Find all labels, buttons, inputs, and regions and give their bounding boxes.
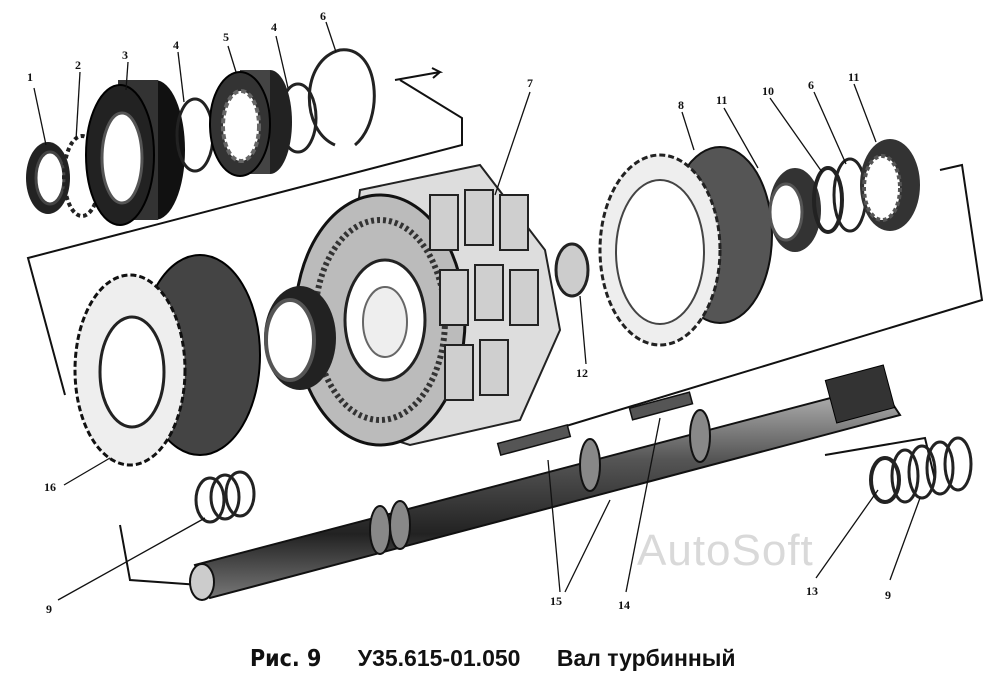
callout-7: 7 xyxy=(527,76,533,90)
ring-part-12 xyxy=(554,242,590,298)
turbine-shaft-part-14 xyxy=(189,364,902,601)
figure-number: Рис. 9 xyxy=(250,646,322,672)
callout-10: 10 xyxy=(762,84,774,98)
callout-5: 5 xyxy=(223,30,229,44)
leader-lines xyxy=(33,21,921,601)
callout-11b: 11 xyxy=(848,70,860,84)
part-code: У35.615-01.050 xyxy=(357,645,521,671)
clutch-drum-part-7 xyxy=(293,163,562,447)
callout-9b: 9 xyxy=(885,588,891,602)
watermark: AutoSoft xyxy=(637,526,814,575)
direction-arrow xyxy=(394,67,444,81)
part-title: Вал турбинный xyxy=(556,645,736,671)
callout-11a: 11 xyxy=(716,93,728,107)
snap-ring-part-6 xyxy=(307,48,376,147)
gear-part-8 xyxy=(598,146,773,347)
spring-part-9-left xyxy=(194,470,256,524)
callout-1: 1 xyxy=(27,70,33,84)
callout-4a: 4 xyxy=(173,38,179,52)
bearing-part-11b xyxy=(860,139,920,231)
figure-caption: Рис. 9 У35.615-01.050 Вал турбинный xyxy=(250,645,766,672)
bearing-part-5 xyxy=(209,70,292,177)
assembly-bracket-lines xyxy=(26,79,984,586)
gear-part-3 xyxy=(85,80,185,226)
callout-12: 12 xyxy=(576,366,588,380)
ring-part-10 xyxy=(812,166,844,234)
callout-16: 16 xyxy=(44,480,56,494)
callout-3: 3 xyxy=(122,48,128,62)
callout-15: 15 xyxy=(550,594,562,608)
nut-part-1 xyxy=(26,142,70,214)
double-gear-part-16 xyxy=(73,254,261,467)
callout-4b: 4 xyxy=(271,20,277,34)
spring-part-9-right xyxy=(890,436,973,504)
bearing-inner xyxy=(264,286,336,390)
callout-8: 8 xyxy=(678,98,684,112)
callout-6a: 6 xyxy=(320,9,326,23)
callout-6b: 6 xyxy=(808,78,814,92)
callout-9a: 9 xyxy=(46,602,52,616)
bearing-part-11a xyxy=(768,168,821,252)
snap-ring-part-13 xyxy=(869,456,901,504)
keys-part-15 xyxy=(496,391,694,457)
callout-14: 14 xyxy=(618,598,630,612)
callout-13: 13 xyxy=(806,584,818,598)
callout-2: 2 xyxy=(75,58,81,72)
